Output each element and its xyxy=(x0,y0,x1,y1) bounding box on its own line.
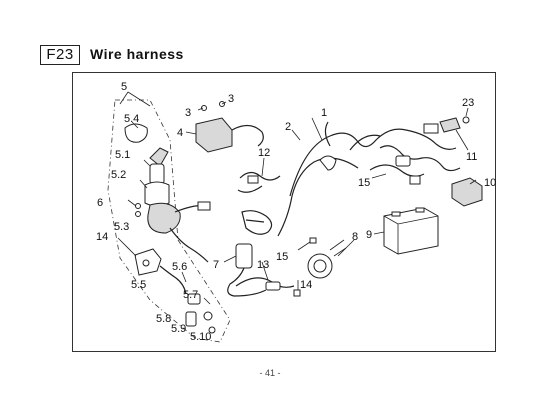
callout-3-b: 3 xyxy=(228,93,234,105)
cdi-unit-part xyxy=(195,117,233,153)
callout-11: 11 xyxy=(466,151,477,163)
switch-base-part xyxy=(147,202,181,234)
callout-7: 7 xyxy=(213,259,219,271)
lock-cap-part xyxy=(124,123,148,143)
relay-part xyxy=(439,117,461,133)
seat-lock-part xyxy=(187,293,201,305)
callout-4: 4 xyxy=(177,127,183,139)
callout-8: 8 xyxy=(352,231,358,243)
callout-2: 2 xyxy=(285,121,291,133)
callout-10: 10 xyxy=(484,177,496,189)
connector-part xyxy=(247,175,259,184)
callout-1: 1 xyxy=(321,107,327,119)
callout-12: 12 xyxy=(258,147,270,159)
callout-5-1: 5.1 xyxy=(115,149,130,161)
callout-6: 6 xyxy=(97,197,103,209)
fuse-box-part xyxy=(451,177,483,207)
diagram-frame xyxy=(72,72,496,352)
key-part xyxy=(149,147,169,167)
section-title: Wire harness xyxy=(90,46,184,62)
cable-bundle xyxy=(241,210,273,235)
callout-5: 5 xyxy=(121,81,127,93)
callout-14-left: 14 xyxy=(96,231,108,243)
switch-body-part xyxy=(144,181,170,207)
regulator-part xyxy=(395,155,411,167)
callout-5-10: 5.10 xyxy=(190,331,211,343)
callout-13: 13 xyxy=(257,259,269,271)
callout-5-9: 5.9 xyxy=(171,323,186,335)
group-5-outline xyxy=(107,99,231,343)
callout-5-2: 5.2 xyxy=(111,169,126,181)
callout-15-right: 15 xyxy=(358,177,370,189)
callout-23: 23 xyxy=(462,97,474,109)
section-code: F23 xyxy=(40,45,80,65)
callout-5-7: 5.7 xyxy=(183,289,198,301)
callout-9: 9 xyxy=(366,229,372,241)
page-number: - 41 - xyxy=(259,368,281,378)
plug-part xyxy=(265,281,281,291)
callout-5-8: 5.8 xyxy=(156,313,171,325)
callout-14-center: 14 xyxy=(300,279,312,291)
callout-3-a: 3 xyxy=(185,107,191,119)
callout-5-6: 5.6 xyxy=(172,261,187,273)
callout-5-4: 5.4 xyxy=(124,113,139,125)
callout-5-3: 5.3 xyxy=(114,221,129,233)
flasher-part xyxy=(235,243,253,269)
callout-15-center: 15 xyxy=(276,251,288,263)
main-harness xyxy=(289,128,457,197)
callout-5-5: 5.5 xyxy=(131,279,146,291)
